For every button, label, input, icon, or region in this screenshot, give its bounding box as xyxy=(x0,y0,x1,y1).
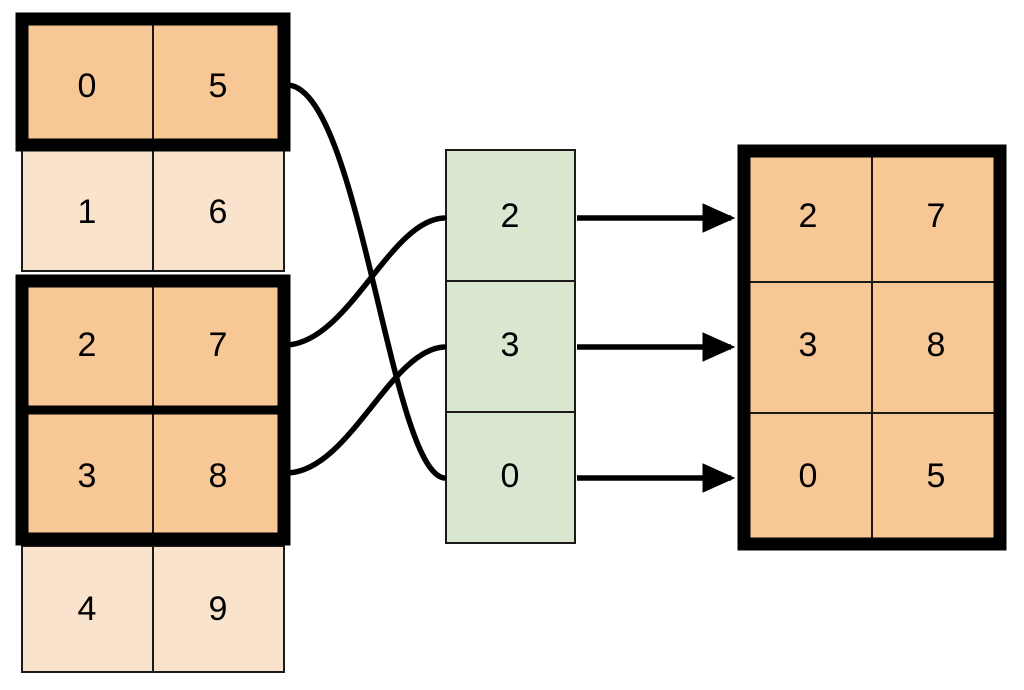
result-row-2[interactable]: 0 5 xyxy=(743,412,1001,545)
source-cell-2-1[interactable] xyxy=(152,280,285,408)
result-array-table: 2 7 3 8 0 5 xyxy=(737,144,1007,551)
index-cell-1[interactable] xyxy=(445,280,576,413)
index-cell-label: 2 xyxy=(501,197,520,235)
result-cell-label: 2 xyxy=(799,197,818,235)
result-cell-label: 8 xyxy=(927,326,946,364)
index-to-result-arrows xyxy=(577,203,736,493)
source-cell-label: 4 xyxy=(78,590,97,628)
index-cell-label: 0 xyxy=(501,457,520,495)
source-cell-3-1[interactable] xyxy=(152,412,285,540)
result-cell-1-1[interactable] xyxy=(871,281,1001,414)
result-row-0[interactable]: 2 7 xyxy=(743,150,1001,283)
source-cell-4-1[interactable] xyxy=(152,545,285,673)
source-to-index-links xyxy=(285,82,447,481)
source-cell-0-1[interactable] xyxy=(152,18,285,146)
source-row-3[interactable]: 3 8 xyxy=(21,412,285,540)
source-cell-label: 1 xyxy=(78,193,97,231)
link-row3-to-index1 xyxy=(285,344,447,476)
index-cell-2[interactable] xyxy=(445,411,576,544)
result-table-highlight-frame xyxy=(737,144,1007,551)
source-row-0-highlight-frame xyxy=(15,12,291,152)
result-cell-label: 0 xyxy=(799,457,818,495)
source-array-table: 0 5 1 6 2 7 3 8 xyxy=(15,12,291,673)
index-cell-label: 3 xyxy=(501,326,520,364)
source-cell-label: 2 xyxy=(78,326,97,364)
source-cell-label: 3 xyxy=(78,457,97,495)
source-cell-label: 0 xyxy=(78,67,97,105)
source-cell-1-1[interactable] xyxy=(152,144,285,272)
source-cell-label: 7 xyxy=(209,326,228,364)
result-row-1[interactable]: 3 8 xyxy=(743,281,1001,414)
source-row-0[interactable]: 0 5 xyxy=(21,18,285,146)
result-cell-label: 5 xyxy=(927,457,946,495)
source-cell-0-0[interactable] xyxy=(21,18,154,146)
result-cell-2-1[interactable] xyxy=(871,412,1001,545)
result-cell-label: 3 xyxy=(799,326,818,364)
source-cell-4-0[interactable] xyxy=(21,545,154,673)
index-array-column: 2 3 0 xyxy=(445,149,576,544)
source-cell-label: 9 xyxy=(209,590,228,628)
result-cell-label: 7 xyxy=(927,197,946,235)
result-cell-0-1[interactable] xyxy=(871,150,1001,283)
result-cell-2-0[interactable] xyxy=(743,412,873,545)
source-row-2[interactable]: 2 7 xyxy=(21,280,285,408)
link-row0-to-index2 xyxy=(285,82,447,481)
source-row-4[interactable]: 4 9 xyxy=(21,545,285,673)
source-cell-label: 6 xyxy=(209,193,228,231)
source-cell-label: 8 xyxy=(209,457,228,495)
link-row2-to-index0 xyxy=(285,215,447,348)
source-cell-label: 5 xyxy=(209,67,228,105)
index-cell-0[interactable] xyxy=(445,149,576,282)
source-row-1[interactable]: 1 6 xyxy=(21,144,285,272)
